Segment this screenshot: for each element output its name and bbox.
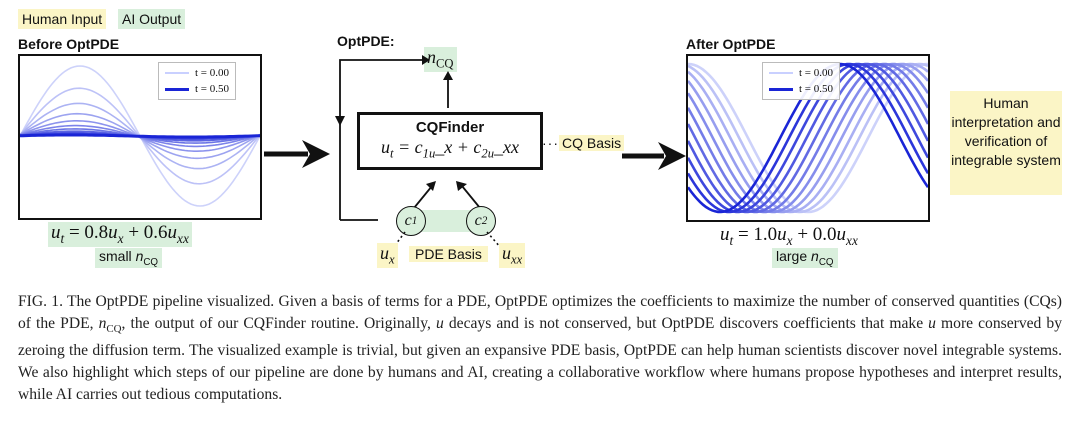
before-equation: ut = 0.8ux + 0.6uxx bbox=[48, 222, 192, 247]
before-note: small nCQ bbox=[95, 248, 163, 268]
after-equation: ut = 1.0ux + 0.0uxx bbox=[720, 224, 858, 248]
before-plot: t = 0.00 t = 0.50 bbox=[18, 54, 262, 220]
pde-basis-label: PDE Basis bbox=[409, 246, 488, 262]
ai-output-tag: AI Output bbox=[118, 9, 186, 29]
human-interpretation-box: Human interpretation and verification of… bbox=[950, 91, 1062, 195]
ncq-output: nCQ bbox=[424, 47, 457, 72]
before-curve bbox=[20, 133, 260, 139]
figure-caption: FIG. 1. The OptPDE pipeline visualized. … bbox=[18, 293, 1062, 404]
after-curve bbox=[688, 62, 928, 214]
after-curve bbox=[688, 62, 928, 214]
after-curve bbox=[688, 62, 928, 214]
optpde-loop bbox=[335, 55, 481, 221]
after-title: After OptPDE bbox=[686, 36, 776, 52]
optpde-title: OptPDE: bbox=[337, 33, 395, 49]
before-legend: t = 0.00 t = 0.50 bbox=[158, 62, 237, 100]
human-input-tag: Human Input bbox=[18, 9, 107, 29]
after-legend: t = 0.00 t = 0.50 bbox=[762, 62, 841, 100]
before-curves bbox=[20, 65, 260, 207]
ux-term: ux bbox=[377, 243, 398, 268]
cqfinder-title: CQFinder bbox=[415, 119, 485, 136]
arrow-to-optpde bbox=[264, 140, 330, 168]
cqfinder-box: CQFinder ut = c1u_x + c2u_xx bbox=[357, 112, 543, 170]
after-curve bbox=[688, 62, 928, 214]
before-title: Before OptPDE bbox=[18, 36, 120, 52]
cqfinder-equation: ut = c1u_x + c2u_xx bbox=[381, 137, 519, 161]
cq-basis-label: ···CQ Basis bbox=[542, 135, 625, 151]
after-plot: t = 0.00 t = 0.50 bbox=[686, 54, 930, 222]
after-note: large nCQ bbox=[772, 248, 838, 268]
uxx-term: uxx bbox=[499, 243, 526, 268]
arrow-to-after bbox=[622, 142, 686, 170]
